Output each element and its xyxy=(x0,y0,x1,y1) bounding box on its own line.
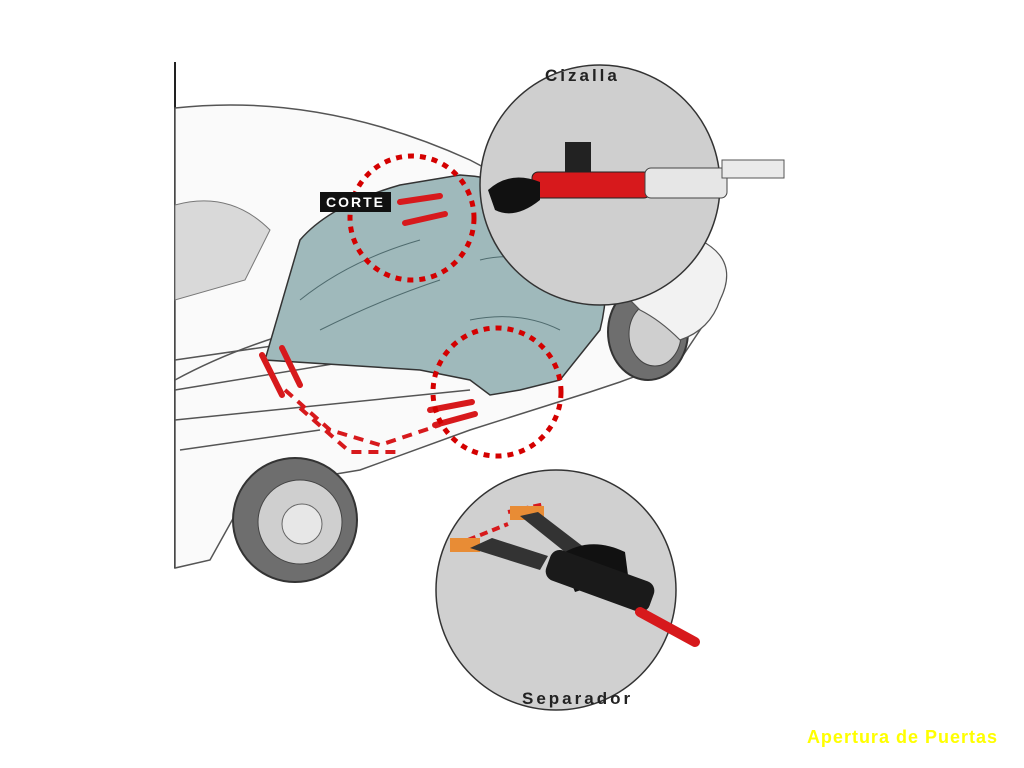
footer-title: Apertura de Puertas xyxy=(806,727,998,747)
shear-nozzle xyxy=(721,159,785,179)
spreader-arms xyxy=(470,512,585,570)
shear-body-red xyxy=(531,171,651,199)
lower-cut-circle xyxy=(430,325,564,459)
spreader-body xyxy=(545,549,655,613)
shear-jaws xyxy=(488,177,540,214)
shear-hose xyxy=(644,167,728,199)
rear-wheel xyxy=(232,457,358,583)
shear-label: Cizalla xyxy=(545,66,620,85)
spreader-label: Separador xyxy=(522,689,634,708)
spreader-pad-left xyxy=(450,538,480,552)
upper-cut-circle xyxy=(347,153,477,283)
spreader-hose xyxy=(635,607,700,647)
shear-callout xyxy=(479,64,785,306)
red-dashed-cut-path xyxy=(283,388,441,454)
cut-tag: CORTE xyxy=(320,192,391,212)
spreader-callout xyxy=(435,469,700,711)
rear-window xyxy=(174,200,271,301)
red-cut-marks xyxy=(259,193,478,428)
highlight-circles xyxy=(347,153,564,459)
